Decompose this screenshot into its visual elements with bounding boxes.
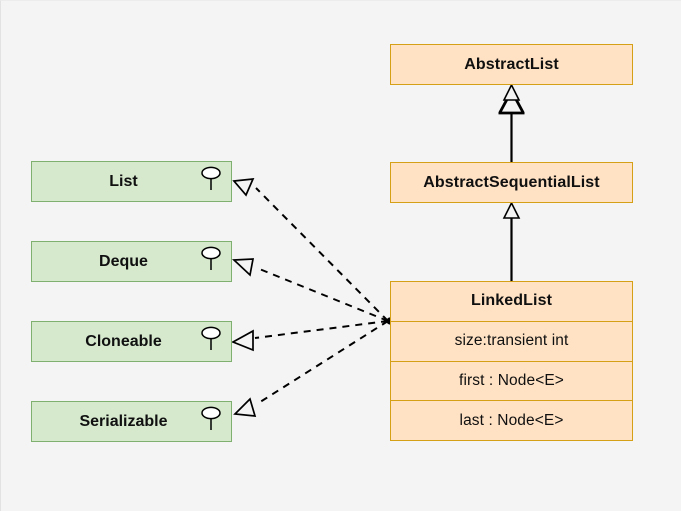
lollipop-interface-icon: [201, 246, 221, 270]
class-node-linked-list[interactable]: LinkedList size:transient int first : No…: [390, 281, 633, 441]
edge-generalization-abstractsequentiallist-abstractlist: [504, 83, 519, 162]
class-attribute-row: first : Node<E>: [391, 360, 632, 401]
class-attribute-row: size:transient int: [391, 320, 632, 361]
interface-label: Serializable: [79, 412, 168, 430]
edge-realization-linkedlist-list: [232, 178, 389, 322]
class-title: AbstractList: [464, 55, 559, 73]
class-node-abstract-sequential-list[interactable]: AbstractSequentialList: [390, 162, 633, 203]
class-title: AbstractSequentialList: [423, 173, 600, 191]
edge-generalization-linkedlist-abstractsequentiallist: [502, 201, 521, 281]
interface-label: Deque: [99, 252, 148, 270]
lollipop-interface-icon: [201, 326, 221, 350]
edge-realization-linkedlist-cloneable: [231, 320, 389, 352]
class-node-abstract-list[interactable]: AbstractList: [390, 44, 633, 85]
edge-realization-linkedlist-serializable: [233, 320, 389, 417]
interface-node-deque[interactable]: Deque: [31, 241, 232, 282]
edge-realization-linkedlist-deque: [231, 258, 389, 322]
lollipop-interface-icon: [201, 166, 221, 190]
interface-node-list[interactable]: List: [31, 161, 232, 202]
interface-node-cloneable[interactable]: Cloneable: [31, 321, 232, 362]
interface-label: Cloneable: [85, 332, 162, 350]
class-title: LinkedList: [470, 292, 552, 310]
interface-node-serializable[interactable]: Serializable: [31, 401, 232, 442]
lollipop-interface-icon: [201, 406, 221, 430]
interface-label: List: [109, 172, 138, 190]
class-attribute-row: last : Node<E>: [391, 400, 632, 440]
